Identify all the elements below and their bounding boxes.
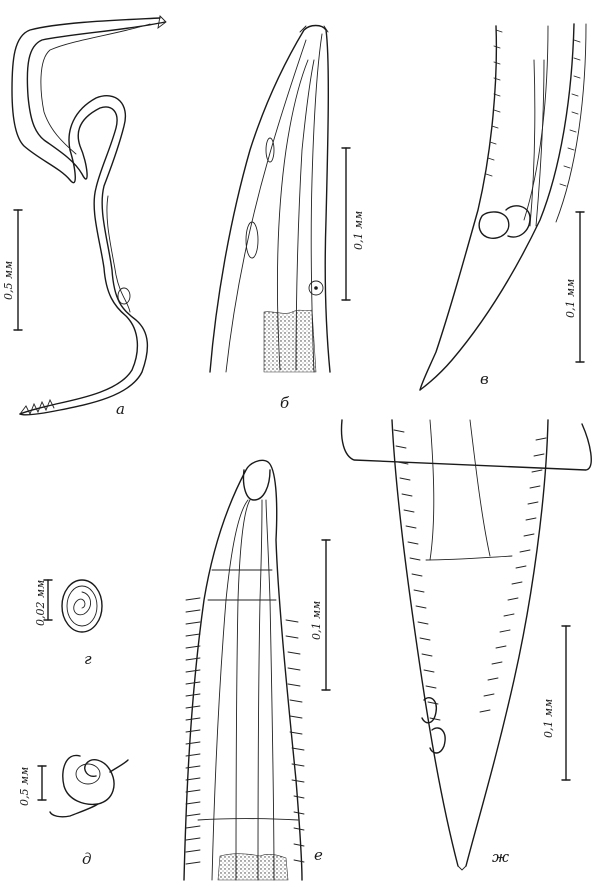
figure-a-whole-worm xyxy=(11,15,167,416)
figure-e-anterior-annulated xyxy=(183,459,305,881)
figure-b-label: б xyxy=(280,394,290,412)
figure-zh-label: ж xyxy=(492,848,509,866)
figure-b-scale-label: 0,1 мм xyxy=(352,211,365,250)
figure-d-scale-bar: 0,5 мм xyxy=(18,765,47,806)
figure-d-coiled-larva xyxy=(49,754,129,818)
figure-b-anterior-end xyxy=(209,24,331,373)
figure-a-label: а xyxy=(116,400,125,418)
figure-a-scale-label: 0,5 мм xyxy=(2,261,15,300)
figure-a-scale-bar: 0,5 мм xyxy=(2,209,23,331)
figure-v-tail xyxy=(419,23,587,391)
figure-zh-scale-bar: 0,1 мм xyxy=(542,625,571,781)
figure-e-scale-bar: 0,1 мм xyxy=(310,539,331,691)
figure-b-scale-bar: 0,1 мм xyxy=(341,147,365,301)
figure-zh-scale-label: 0,1 мм xyxy=(542,699,555,738)
figure-d-label: д xyxy=(82,850,92,868)
figure-g-egg xyxy=(61,579,103,633)
figure-e-scale-label: 0,1 мм xyxy=(310,601,323,640)
figure-e-label: е xyxy=(314,846,323,864)
figure-v-label: в xyxy=(480,370,489,388)
figure-v-scale-bar: 0,1 мм xyxy=(564,211,585,363)
figure-zh-tail-annulated xyxy=(340,419,592,871)
figure-d-scale-label: 0,5 мм xyxy=(18,767,31,806)
figure-v-scale-label: 0,1 мм xyxy=(564,279,577,318)
figure-g-scale-bar: 0,02 мм xyxy=(34,579,53,626)
figure-g-label: г xyxy=(84,650,92,668)
figure-g-scale-label: 0,02 мм xyxy=(34,580,47,626)
